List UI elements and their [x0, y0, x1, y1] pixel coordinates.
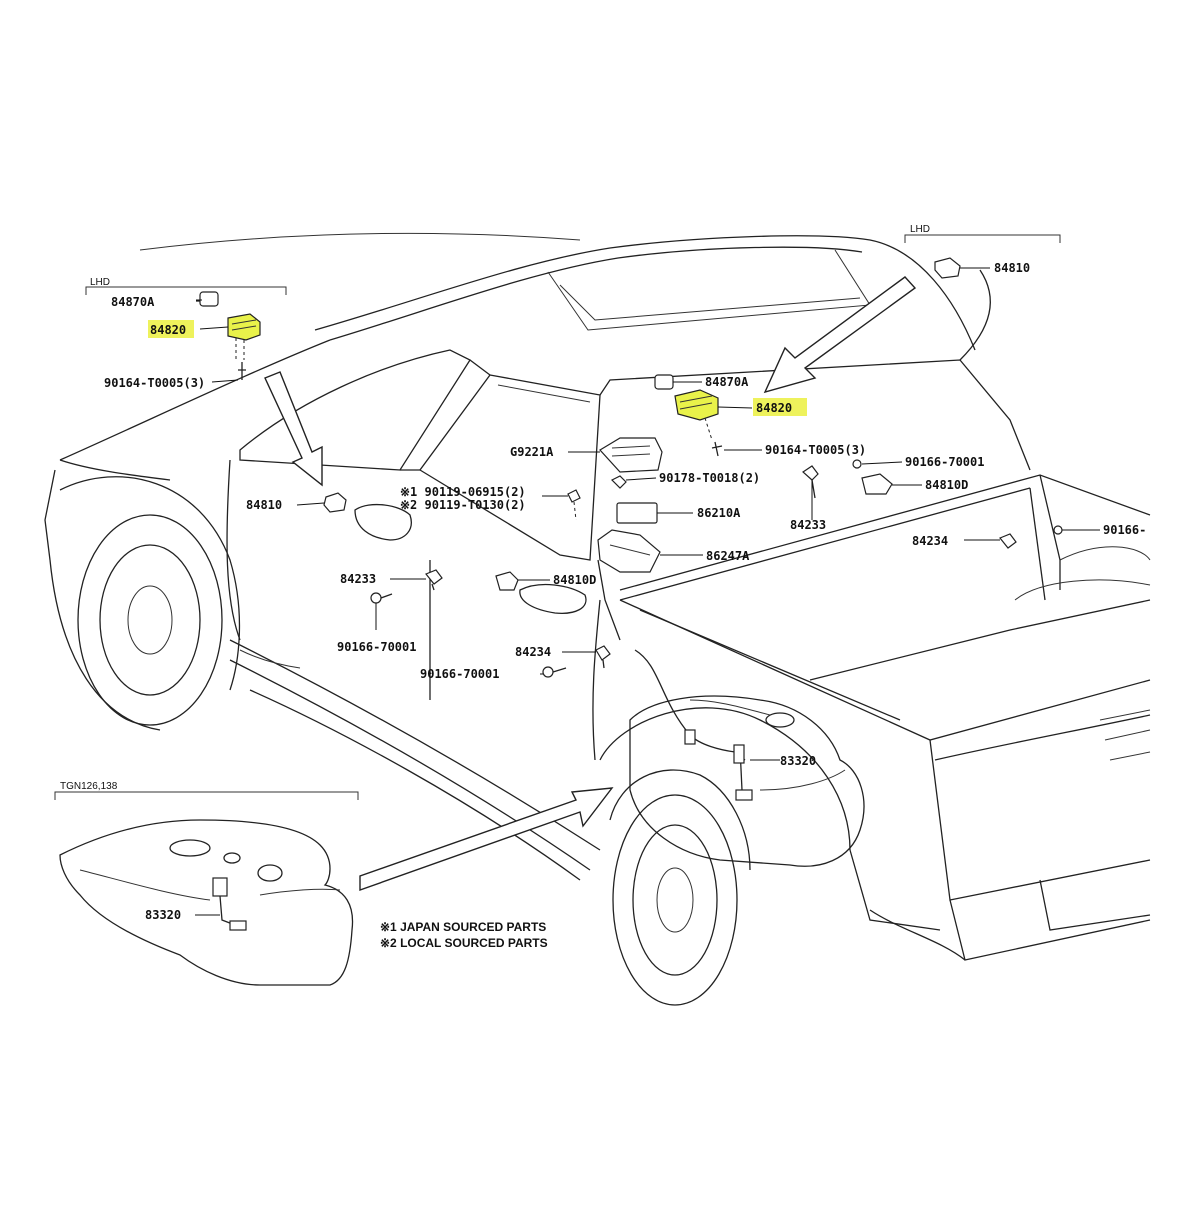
part-84810d-mid: [495, 571, 519, 591]
label-90166-left: 90166-70001: [337, 640, 416, 654]
note-japan-sourced: ※1 JAPAN SOURCED PARTS: [380, 920, 546, 934]
bracket-tgn: [54, 791, 359, 800]
label-90166-top: 90166-70001: [905, 455, 984, 469]
part-90178: [610, 475, 627, 489]
part-90166-left: [370, 592, 393, 604]
part-86210a: [616, 502, 658, 524]
part-90166-top: [852, 459, 862, 469]
label-84810d-right: 84810D: [925, 478, 968, 492]
label-90164-left: 90164-T0005(3): [104, 376, 205, 390]
part-84234-mid: [595, 645, 611, 669]
label-90164-mid: 90164-T0005(3): [765, 443, 866, 457]
fuel-tank-main: [629, 695, 865, 867]
part-84820-mid: [674, 389, 723, 457]
label-84810d-mid: 84810D: [553, 573, 596, 587]
label-90119-1: ※1 90119-06915(2): [400, 485, 526, 499]
part-84810d-right: [861, 473, 893, 495]
label-84820-mid: 84820: [756, 401, 792, 415]
label-84234-right: 84234: [912, 534, 948, 548]
label-84820-left: 84820: [150, 323, 186, 337]
label-84870a-mid: 84870A: [705, 375, 749, 389]
label-90166-mid: 90166-70001: [420, 667, 499, 681]
leader-lines: [195, 267, 1100, 916]
part-90166-mid: [542, 666, 567, 678]
label-90119-2: ※2 90119-T0130(2): [400, 498, 526, 512]
label-g9221a: G9221A: [510, 445, 554, 459]
part-84810-top: [934, 257, 961, 279]
label-90166-edge: 90166-: [1103, 523, 1146, 537]
part-84870a-left: [196, 291, 219, 307]
part-84233-right: [802, 465, 819, 499]
label-83320-main: 83320: [780, 754, 816, 768]
label-84233-right: 84233: [790, 518, 826, 532]
part-g9221a: [599, 437, 663, 473]
vehicle-outline: [44, 232, 1151, 1006]
note-local-sourced: ※2 LOCAL SOURCED PARTS: [380, 936, 548, 950]
part-84820-left: [227, 313, 261, 380]
label-84234-mid: 84234: [515, 645, 551, 659]
label-86247a: 86247A: [706, 549, 750, 563]
part-84810-door: [323, 492, 347, 513]
bracket-lhd-left: [85, 286, 287, 295]
part-86247a: [597, 529, 661, 573]
fuel-tank-inset: [59, 819, 354, 986]
label-86210a: 86210A: [697, 506, 741, 520]
bracket-tgn-label: TGN126,138: [60, 781, 118, 792]
bracket-lhd-left-label: LHD: [90, 277, 110, 288]
part-84870a-mid: [654, 374, 674, 390]
bracket-lhd-right: [904, 234, 1061, 243]
part-90166-edge: [1053, 525, 1063, 535]
label-90178: 90178-T0018(2): [659, 471, 760, 485]
highlight-84820-mid: [753, 398, 807, 416]
label-83320-inset: 83320: [145, 908, 181, 922]
label-84870a-left: 84870A: [111, 295, 155, 309]
fuel-sender-main: [634, 649, 753, 801]
label-84810-door: 84810: [246, 498, 282, 512]
bracket-lhd-right-label: LHD: [910, 224, 930, 235]
part-90119: [567, 489, 581, 521]
callout-arrows: [264, 276, 917, 891]
label-84810-top: 84810: [994, 261, 1030, 275]
part-84233-left: [425, 569, 443, 591]
part-84234-right: [999, 533, 1017, 549]
label-84233-left: 84233: [340, 572, 376, 586]
highlight-84820-left: [148, 320, 194, 338]
